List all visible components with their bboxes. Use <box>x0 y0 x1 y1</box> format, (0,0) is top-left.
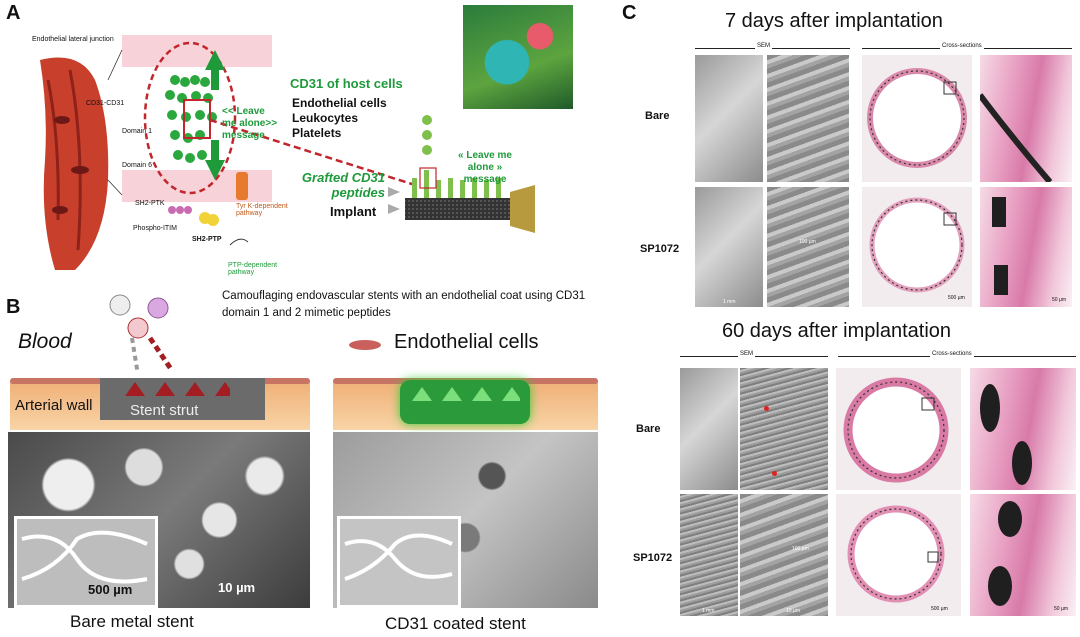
sem-bare-7-zoom <box>767 55 849 182</box>
blood-cells-diagram <box>109 294 175 370</box>
scale-500-60: 500 µm <box>931 606 948 612</box>
implant-label: Implant <box>330 204 377 219</box>
sem-bare-60-overview <box>680 368 738 490</box>
scale-1mm-7: 1 mm <box>723 299 736 305</box>
panel-a-caption: Camouflaging endovascular stents with an… <box>222 290 586 319</box>
scale-100-7: 100 µm <box>799 239 816 245</box>
endothelial-label: Endothelial cells <box>394 331 539 353</box>
phospho-label: Phospho-ITIM <box>133 225 177 232</box>
he-bare-7 <box>862 55 972 182</box>
domain6-label: Domain 6 <box>122 162 152 169</box>
host-cell-item: Platelets <box>292 126 342 140</box>
scale-500-7: 500 µm <box>948 295 965 301</box>
sem-sp-60-zoom: 100 µm 10 µm <box>740 494 828 616</box>
title-7-days: 7 days after implantation <box>725 10 943 32</box>
sh2ptp-label: SH2-PTP <box>192 236 222 243</box>
row-bare-7: Bare <box>645 110 670 122</box>
host-cd31-title: CD31 of host cells <box>290 76 403 91</box>
he-sp-7-zoom: 50 µm <box>980 187 1072 307</box>
scale-10: 10 µm <box>218 580 256 595</box>
stent-strut-label: Stent strut <box>130 402 199 419</box>
leave-me-label: << Leave me alone>> message <box>222 106 278 141</box>
green-arrows-icon <box>412 387 520 401</box>
row-bare-60: Bare <box>636 423 661 435</box>
row-sp-7: SP1072 <box>640 243 680 255</box>
junction-label: Endothelial lateral junction <box>32 36 114 43</box>
chameleon-photo <box>463 5 573 109</box>
he-bare-60-zoom <box>970 368 1076 490</box>
red-dot-marker <box>772 471 777 476</box>
he-bare-7-zoom <box>980 55 1072 182</box>
host-cells-list: Endothelial cells Leukocytes Platelets <box>292 96 387 141</box>
bare-stent-inset <box>14 516 158 608</box>
row-sp-60: SP1072 <box>633 552 673 564</box>
domain1-label: Domain 1 <box>122 128 152 135</box>
sem-bare-7-overview <box>695 55 763 182</box>
cd31-label: CD31-CD31 <box>86 100 125 107</box>
red-arrows-icon <box>125 382 230 396</box>
grafted-label: Grafted CD31 peptides <box>301 170 385 200</box>
he-sp-60-zoom: 50 µm <box>970 494 1076 616</box>
stent-strut-left <box>100 378 265 420</box>
endothelial-cell-icon <box>349 340 381 350</box>
sem-rule-7 <box>695 48 850 49</box>
coated-stent-inset <box>337 516 461 608</box>
blood-label: Blood <box>18 330 72 353</box>
panel-a-diagram <box>40 35 535 270</box>
ptp-dep-label: PTP-dependent pathway <box>228 262 278 276</box>
he-sp-7: 500 µm <box>862 187 972 307</box>
cross-header-60: Cross-sections <box>930 351 974 357</box>
sem-sp-7-overview: 1 mm <box>695 187 763 307</box>
coated-stent-sem <box>333 432 598 608</box>
cross-header-7: Cross-sections <box>940 43 984 49</box>
bare-stent-sem: 500 µm 10 µm <box>8 432 310 608</box>
sh2ptk-label: SH2-PTK <box>135 200 165 207</box>
tyrk-label: Tyr K-dependent pathway <box>236 203 288 217</box>
bare-stent-caption: Bare metal stent <box>70 612 194 631</box>
scale-10-60: 10 µm <box>786 608 800 614</box>
he-bare-60 <box>836 368 961 490</box>
coated-stent-caption: CD31 coated stent <box>385 614 526 633</box>
he-sp-60: 500 µm <box>836 494 961 616</box>
panel-c-label: C <box>622 2 637 24</box>
host-cell-item: Endothelial cells <box>292 96 387 110</box>
scale-100-60: 100 µm <box>792 546 809 552</box>
sem-sp-60-overview: 1 mm <box>680 494 738 616</box>
panel-a-label: A <box>6 2 21 24</box>
sem-bare-60-zoom <box>740 368 828 490</box>
panel-b-label: B <box>6 296 21 318</box>
scale-50-7: 50 µm <box>1052 297 1066 303</box>
leave-me-label-2: « Leave me alone » message <box>458 150 512 185</box>
scale-500: 500 µm <box>88 582 133 597</box>
sem-header-7: SEM <box>755 43 773 49</box>
arterial-wall-label: Arterial wall <box>15 397 93 414</box>
coated-strut-right <box>400 380 530 424</box>
scale-1mm-60: 1 mm <box>702 608 715 614</box>
host-cell-item: Leukocytes <box>292 111 359 125</box>
sem-sp-7-zoom: 100 µm <box>767 187 849 307</box>
red-dot-marker <box>764 406 769 411</box>
scale-50-60: 50 µm <box>1054 606 1068 612</box>
title-60-days: 60 days after implantation <box>722 320 952 342</box>
sem-header-60: SEM <box>738 351 756 357</box>
